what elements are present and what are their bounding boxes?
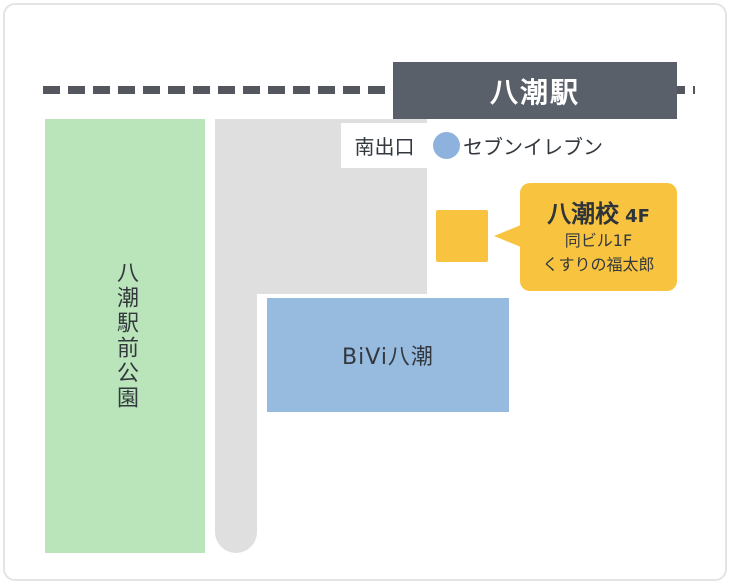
seven-eleven-label: セブンイレブン [463,135,603,159]
school-floor: 4F [625,206,650,227]
bivi-building: BiVi八潮 [267,298,509,412]
park-label: 八潮駅前公園 [113,261,138,411]
bivi-label: BiVi八潮 [342,345,434,370]
road-area-strip [215,119,257,553]
seven-eleven-marker: セブンイレブン [433,132,603,159]
callout-title-row: 八潮校 4F [547,194,650,229]
callout-note-line1: 同ビル1F [564,231,633,250]
map-frame: 八潮駅 八潮駅前公園 南出口 セブンイレブン 八潮校 4F 同ビル1F くすりの… [3,3,727,581]
school-callout: 八潮校 4F 同ビル1F くすりの福太郎 [494,183,677,291]
seven-eleven-dot-icon [433,132,460,159]
station-label: 八潮駅 [489,75,580,109]
park-area: 八潮駅前公園 [45,119,205,553]
school-name: 八潮校 [547,200,620,228]
railway-dashed-line [43,86,695,94]
station-box: 八潮駅 [393,62,677,119]
school-building-marker [436,210,488,262]
south-exit-label: 南出口 [354,135,415,159]
south-exit-chip: 南出口 [341,123,428,168]
callout-note-line2: くすりの福太郎 [542,255,655,274]
callout-arrow-icon [494,225,521,247]
